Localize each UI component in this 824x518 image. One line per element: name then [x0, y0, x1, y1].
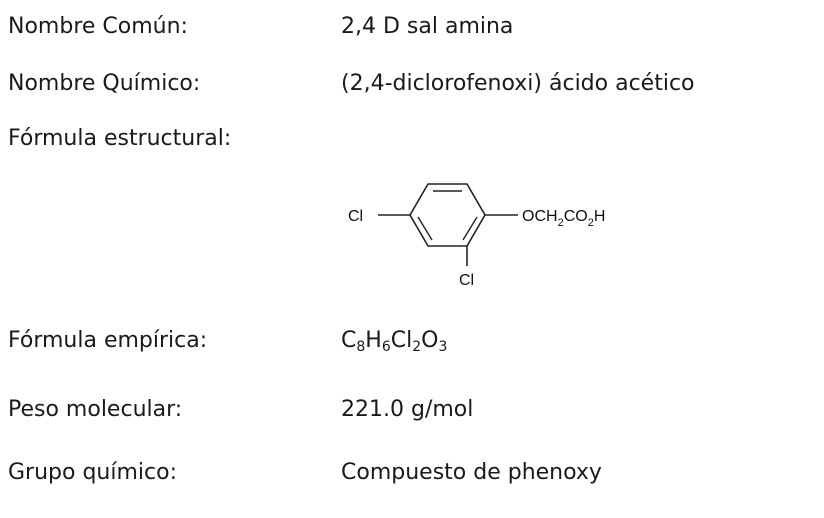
- chemical-name-value: (2,4-diclorofenoxi) ácido acético: [341, 71, 695, 96]
- double-bond-right: [462, 216, 478, 241]
- structural-formula-label: Fórmula estructural:: [8, 126, 232, 151]
- molecular-weight-value: 221.0 g/mol: [341, 397, 474, 422]
- empirical-formula-value: C8H6Cl2O3: [341, 328, 448, 355]
- common-name-value: 2,4 D sal amina: [341, 14, 514, 39]
- double-bond-left: [417, 216, 433, 241]
- empirical-formula-label: Fórmula empírica:: [8, 328, 208, 353]
- chlorine-atom-bottom: Cl: [459, 272, 474, 289]
- common-name-label: Nombre Común:: [8, 14, 188, 39]
- chemical-group-label: Grupo químico:: [8, 460, 177, 485]
- side-chain-group: OCH2CO2H: [522, 208, 605, 229]
- chemical-group-value: Compuesto de phenoxy: [341, 460, 602, 485]
- structural-formula-diagram: Cl OCH2CO2H Cl: [348, 183, 605, 289]
- chemical-name-label: Nombre Químico:: [8, 71, 201, 96]
- chlorine-atom-left: Cl: [348, 208, 363, 225]
- molecular-weight-label: Peso molecular:: [8, 397, 183, 422]
- benzene-ring: [409, 183, 486, 247]
